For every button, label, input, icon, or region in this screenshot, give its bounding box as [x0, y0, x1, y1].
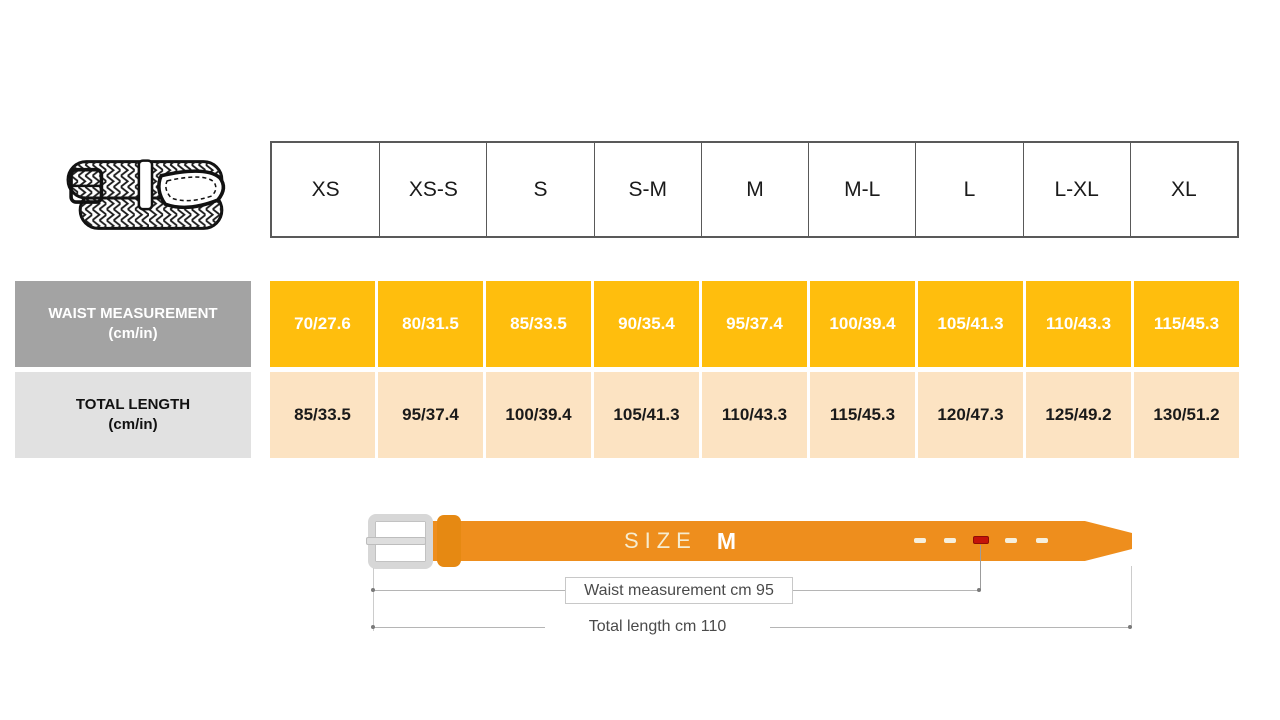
belt-hole [1005, 538, 1017, 543]
waist-annotation-box: Waist measurement cm 95 [565, 577, 793, 604]
measure-line-buckle [373, 568, 374, 631]
waist-label-line1: WAIST MEASUREMENT [48, 305, 218, 322]
size-word: SIZE [623, 528, 697, 553]
belt-strap-tip [1056, 521, 1132, 561]
belt-hole-selected [973, 536, 989, 544]
size-header-cell: XS-S [379, 143, 487, 236]
length-label-line2: (cm/in) [108, 416, 158, 433]
waist-row-label: WAIST MEASUREMENT (cm/in) [15, 281, 251, 367]
buckle-prong [366, 537, 426, 545]
size-header-cell: S [486, 143, 594, 236]
measure-dot [977, 588, 981, 592]
waist-value-cell: 110/43.3 [1026, 281, 1131, 367]
belt-hole [1036, 538, 1048, 543]
belt-size-text: SIZE M [560, 521, 800, 561]
braided-belt-icon [66, 159, 226, 230]
measure-dot [371, 625, 375, 629]
size-header-cell: XS [272, 143, 380, 236]
measure-line-hole [980, 545, 981, 590]
size-header-cell: L-XL [1022, 143, 1130, 236]
measure-dot [1128, 625, 1132, 629]
waist-value-cell: 100/39.4 [810, 281, 915, 367]
belt-keeper-loop [437, 515, 461, 567]
length-value-cell: 85/33.5 [270, 372, 375, 458]
waist-value-cell: 85/33.5 [486, 281, 591, 367]
length-value-row: 85/33.5 95/37.4 100/39.4 105/41.3 110/43… [270, 372, 1239, 458]
measure-dot [371, 588, 375, 592]
length-value-cell: 125/49.2 [1026, 372, 1131, 458]
waist-value-cell: 115/45.3 [1134, 281, 1239, 367]
size-header-cell: S-M [593, 143, 701, 236]
waist-value-cell: 90/35.4 [594, 281, 699, 367]
waist-value-row: 70/27.6 80/31.5 85/33.5 90/35.4 95/37.4 … [270, 281, 1239, 367]
length-value-cell: 115/45.3 [810, 372, 915, 458]
belt-hole [914, 538, 926, 543]
length-label-line1: TOTAL LENGTH [75, 396, 191, 413]
size-header-cell: XL [1129, 143, 1237, 236]
length-row-label: TOTAL LENGTH (cm/in) [15, 372, 251, 458]
waist-value-cell: 70/27.6 [270, 281, 375, 367]
size-header-cell: M [700, 143, 809, 236]
length-value-cell: 105/41.3 [594, 372, 699, 458]
waist-value-cell: 80/31.5 [378, 281, 483, 367]
waist-value-cell: 105/41.3 [918, 281, 1023, 367]
measure-line-tip [1131, 566, 1132, 628]
length-value-cell: 100/39.4 [486, 372, 591, 458]
length-value-cell: 120/47.3 [918, 372, 1023, 458]
size-header-cell: M-L [808, 143, 916, 236]
total-length-annotation: Total length cm 110 [545, 614, 770, 640]
size-value: M [716, 527, 737, 554]
size-header-cell: L [915, 143, 1023, 236]
length-value-cell: 110/43.3 [702, 372, 807, 458]
waist-label-line2: (cm/in) [108, 325, 158, 342]
length-value-cell: 95/37.4 [378, 372, 483, 458]
size-header-row: XS XS-S S S-M M M-L L L-XL XL [270, 141, 1239, 238]
waist-value-cell: 95/37.4 [702, 281, 807, 367]
length-value-cell: 130/51.2 [1134, 372, 1239, 458]
belt-hole [944, 538, 956, 543]
